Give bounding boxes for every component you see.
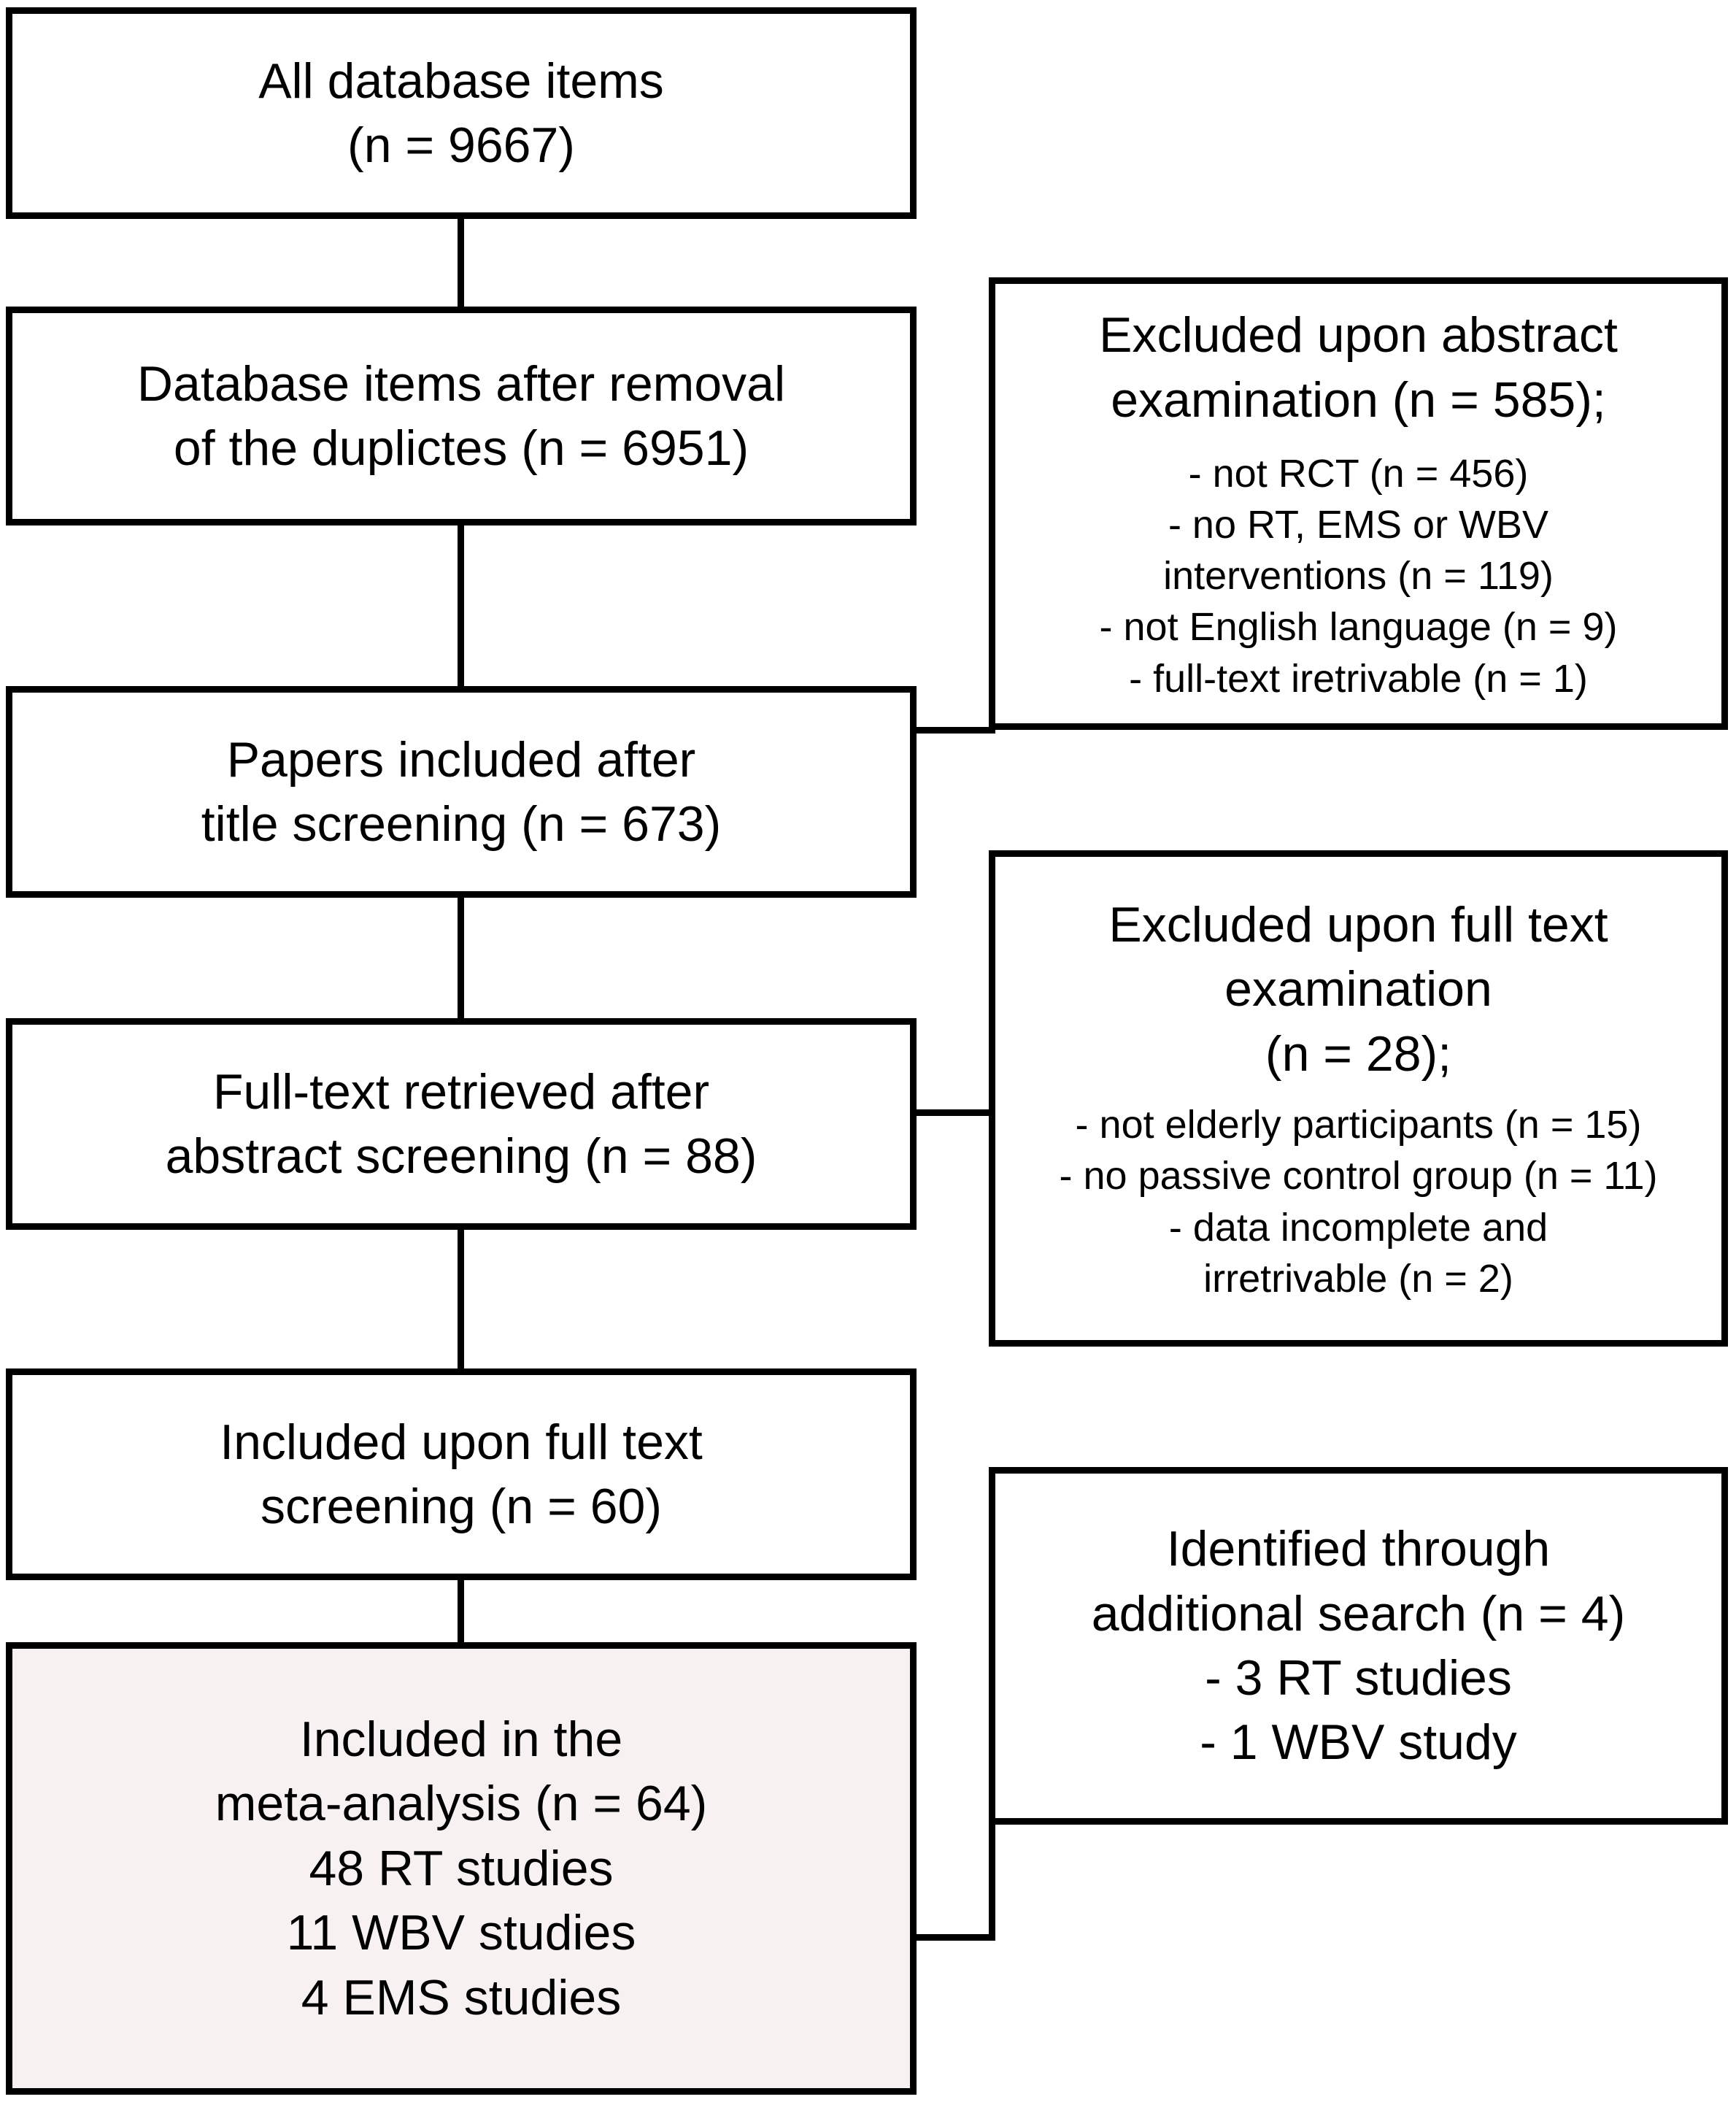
connector-title-screening-to-excluded-abstract — [917, 727, 995, 734]
connector-fulltext-retrieved-to-included-fulltext — [458, 1230, 464, 1368]
meta-analysis-line3: 48 RT studies — [309, 1840, 614, 1896]
meta-analysis-line5: 4 EMS studies — [301, 1969, 622, 2025]
excl-abstract-reason-2-cont: interventions (n = 119) — [1163, 554, 1554, 598]
excl-abstract-reason-2: - no RT, EMS or WBV — [1168, 503, 1549, 547]
excl-abstract-reason-4: - full-text iretrivable (n = 1) — [1129, 656, 1588, 701]
title-screening-line2: title screening (n = 673) — [201, 796, 722, 852]
excl-fulltext-reason-1: - not elderly participants (n = 15) — [1075, 1103, 1642, 1147]
excl-fulltext-reason-3-cont: irretrivable (n = 2) — [1203, 1256, 1513, 1301]
excl-abstract-header1: Excluded upon abstract — [1099, 307, 1618, 363]
box-included-in-meta-analysis: Included in the meta-analysis (n = 64) 4… — [6, 1642, 917, 2095]
meta-analysis-line1: Included in the — [299, 1712, 623, 1768]
box-identified-through-additional-search: Identified through additional search (n … — [989, 1467, 1728, 1825]
connector-title-screening-to-fulltext-retrieved — [458, 898, 464, 1018]
meta-analysis-line4: 11 WBV studies — [286, 1905, 636, 1961]
additional-search-line3: - 3 RT studies — [1205, 1650, 1512, 1706]
excl-fulltext-reason-3: - data incomplete and — [1168, 1205, 1548, 1250]
connector-all-items-to-after-duplicates — [458, 219, 464, 307]
box-excluded-upon-abstract-examination: Excluded upon abstract examination (n = … — [989, 277, 1728, 730]
connector-after-duplicates-to-title-screening — [458, 526, 464, 686]
connector-fulltext-retrieved-to-excluded-fulltext — [917, 1109, 995, 1116]
all-items-line1: All database items — [258, 53, 664, 109]
fulltext-retrieved-line1: Full-text retrieved after — [212, 1063, 710, 1120]
included-fulltext-line2: screening (n = 60) — [261, 1479, 662, 1534]
excl-fulltext-header2: examination — [1224, 961, 1492, 1017]
excl-fulltext-header3: (n = 28); — [1265, 1025, 1452, 1082]
box-all-database-items: All database items (n = 9667) — [6, 7, 917, 219]
excl-fulltext-header1: Excluded upon full text — [1108, 897, 1608, 953]
box-after-duplicate-removal: Database items after removal of the dupl… — [6, 307, 917, 526]
fulltext-retrieved-line2: abstract screening (n = 88) — [165, 1128, 757, 1184]
box-fulltext-retrieved: Full-text retrieved after abstract scree… — [6, 1018, 917, 1230]
meta-analysis-line2: meta-analysis (n = 64) — [215, 1776, 708, 1832]
connector-elbow-additional-search — [989, 1825, 995, 1940]
additional-search-line4: - 1 WBV study — [1200, 1714, 1517, 1771]
box-included-upon-fulltext-screening: Included upon full text screening (n = 6… — [6, 1368, 917, 1580]
excl-abstract-reason-1: - not RCT (n = 456) — [1188, 451, 1529, 496]
connector-elbow-excluded-fulltext — [989, 1109, 995, 1116]
connector-included-fulltext-to-meta-analysis — [458, 1580, 464, 1642]
after-duplicates-line2: of the duplictes (n = 6951) — [173, 420, 749, 476]
after-duplicates-line1: Database items after removal — [136, 355, 786, 412]
connector-meta-analysis-to-additional-search — [917, 1934, 995, 1941]
excl-abstract-reason-3: - not English language (n = 9) — [1099, 605, 1618, 650]
title-screening-line1: Papers included after — [226, 731, 696, 788]
excl-abstract-header2: examination (n = 585); — [1111, 371, 1606, 428]
additional-search-line2: additional search (n = 4) — [1091, 1585, 1626, 1641]
all-items-line2: (n = 9667) — [347, 118, 575, 173]
box-excluded-upon-fulltext-examination: Excluded upon full text examination (n =… — [989, 850, 1728, 1347]
connector-elbow-excluded-abstract — [989, 727, 995, 734]
excl-fulltext-reason-2: - no passive control group (n = 11) — [1059, 1154, 1658, 1198]
additional-search-line1: Identified through — [1166, 1521, 1551, 1577]
box-papers-after-title-screening: Papers included after title screening (n… — [6, 686, 917, 898]
included-fulltext-line1: Included upon full text — [220, 1414, 703, 1470]
